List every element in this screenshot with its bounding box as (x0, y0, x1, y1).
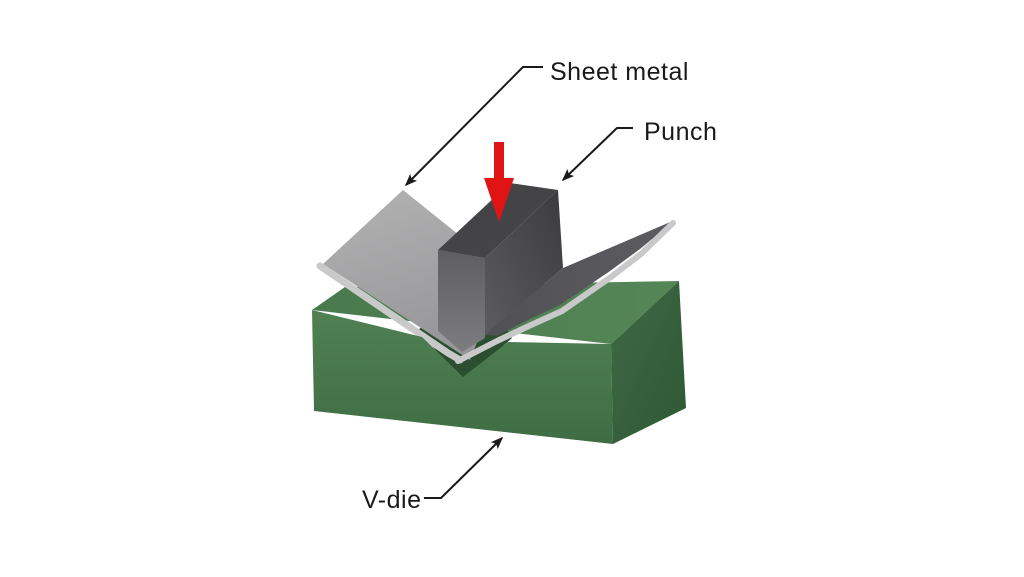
punch-top-face (438, 183, 558, 258)
sheet-metal-right-wing (485, 220, 675, 336)
punch-label: Punch (644, 118, 717, 146)
sheet-metal-right-edge (455, 220, 676, 364)
sheet-metal-left-edge (316, 262, 464, 364)
punch-leader-line (561, 127, 633, 182)
sheet-metal-label: Sheet metal (550, 58, 689, 86)
punch-end-face (438, 250, 485, 352)
v-die-label: V-die (362, 486, 421, 514)
v-die-leader-line (424, 436, 504, 499)
punch-block (438, 183, 563, 352)
v-die-front-face (312, 310, 613, 444)
downward-force-arrow (484, 142, 514, 222)
sheet-metal-leader-line (404, 66, 543, 187)
punch-side-face (485, 190, 563, 335)
v-die-right-face (611, 281, 686, 444)
